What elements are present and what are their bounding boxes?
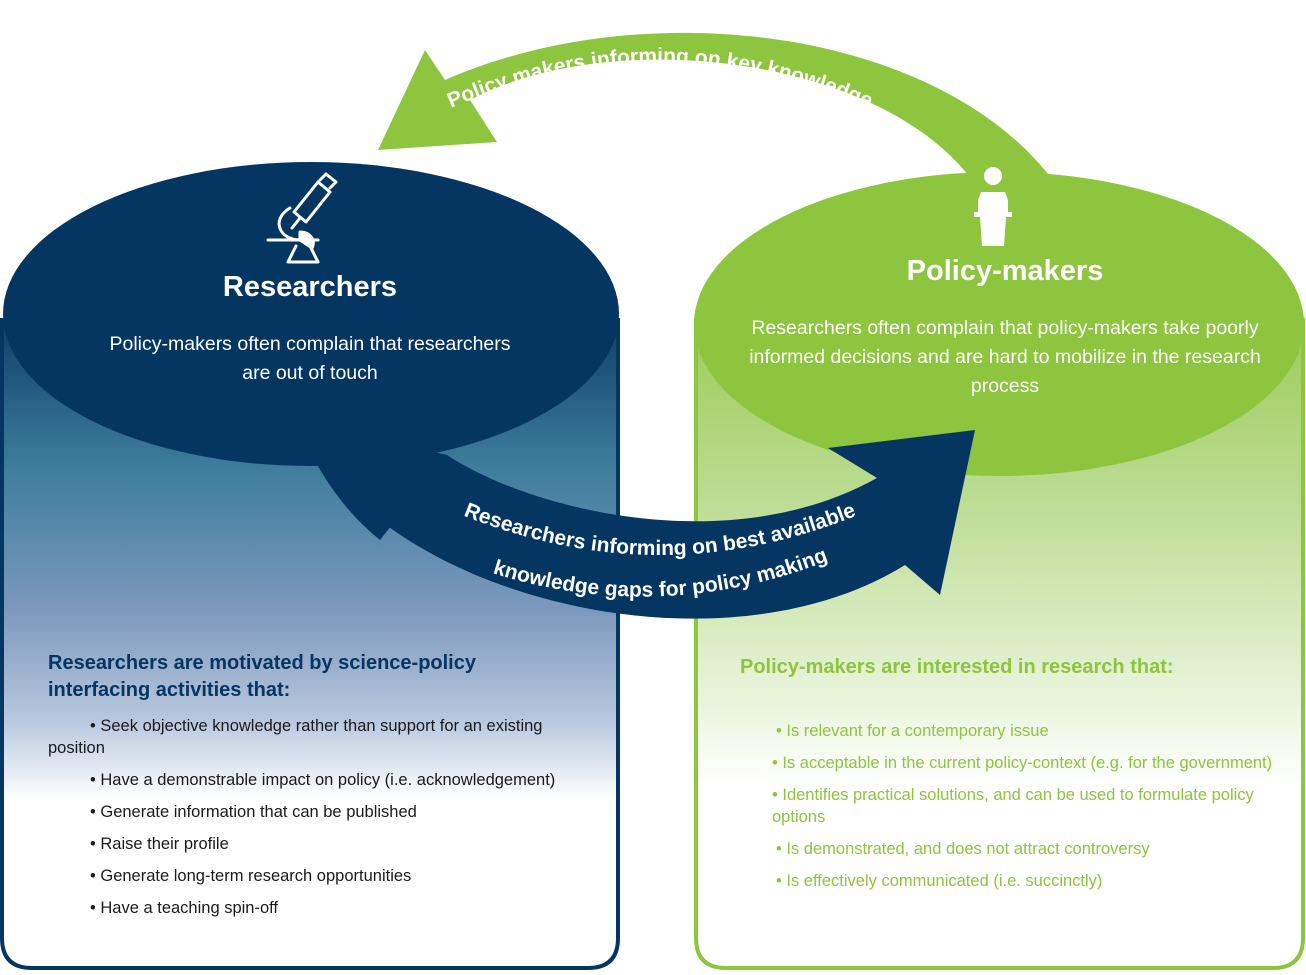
top-arrow xyxy=(378,32,1060,211)
policymakers-heading: Policy-makers are interested in research… xyxy=(740,656,1174,678)
list-item: Have a teaching spin-off xyxy=(48,897,588,919)
list-item: Identifies practical solutions, and can … xyxy=(772,784,1276,828)
bottom-arrow xyxy=(295,420,975,619)
policymakers-ellipse xyxy=(694,172,1304,476)
microscope-icon xyxy=(266,172,338,264)
speaker-podium-icon xyxy=(974,167,1012,246)
list-item: Is acceptable in the current policy-cont… xyxy=(772,752,1276,774)
list-item: Raise their profile xyxy=(48,833,588,855)
list-item: Seek objective knowledge rather than sup… xyxy=(48,715,588,759)
researchers-heading: Researchers are motivated by science-pol… xyxy=(48,652,476,701)
researchers-ellipse xyxy=(3,162,619,466)
researchers-bullet-list: Seek objective knowledge rather than sup… xyxy=(48,715,588,929)
policymakers-bullet-list: Is relevant for a contemporary issue Is … xyxy=(772,720,1276,902)
researchers-subtitle: Policy-makers often complain that resear… xyxy=(109,333,511,384)
list-item: Is effectively communicated (i.e. succin… xyxy=(776,870,1276,892)
top-arrow-label-line2: gaps for policy making xyxy=(542,86,777,124)
policymakers-subtitle: Researchers often complain that policy-m… xyxy=(749,317,1261,397)
list-item: Have a demonstrable impact on policy (i.… xyxy=(48,769,588,791)
researchers-title: Researchers xyxy=(222,271,398,303)
policymakers-title: Policy-makers xyxy=(906,255,1104,287)
bottom-arrow-fill xyxy=(300,430,447,540)
list-item: Is relevant for a contemporary issue xyxy=(776,720,1276,742)
list-item: Generate information that can be publish… xyxy=(48,801,588,823)
list-item: Is demonstrated, and does not attract co… xyxy=(776,838,1276,860)
list-item: Generate long-term research opportunitie… xyxy=(48,865,588,887)
